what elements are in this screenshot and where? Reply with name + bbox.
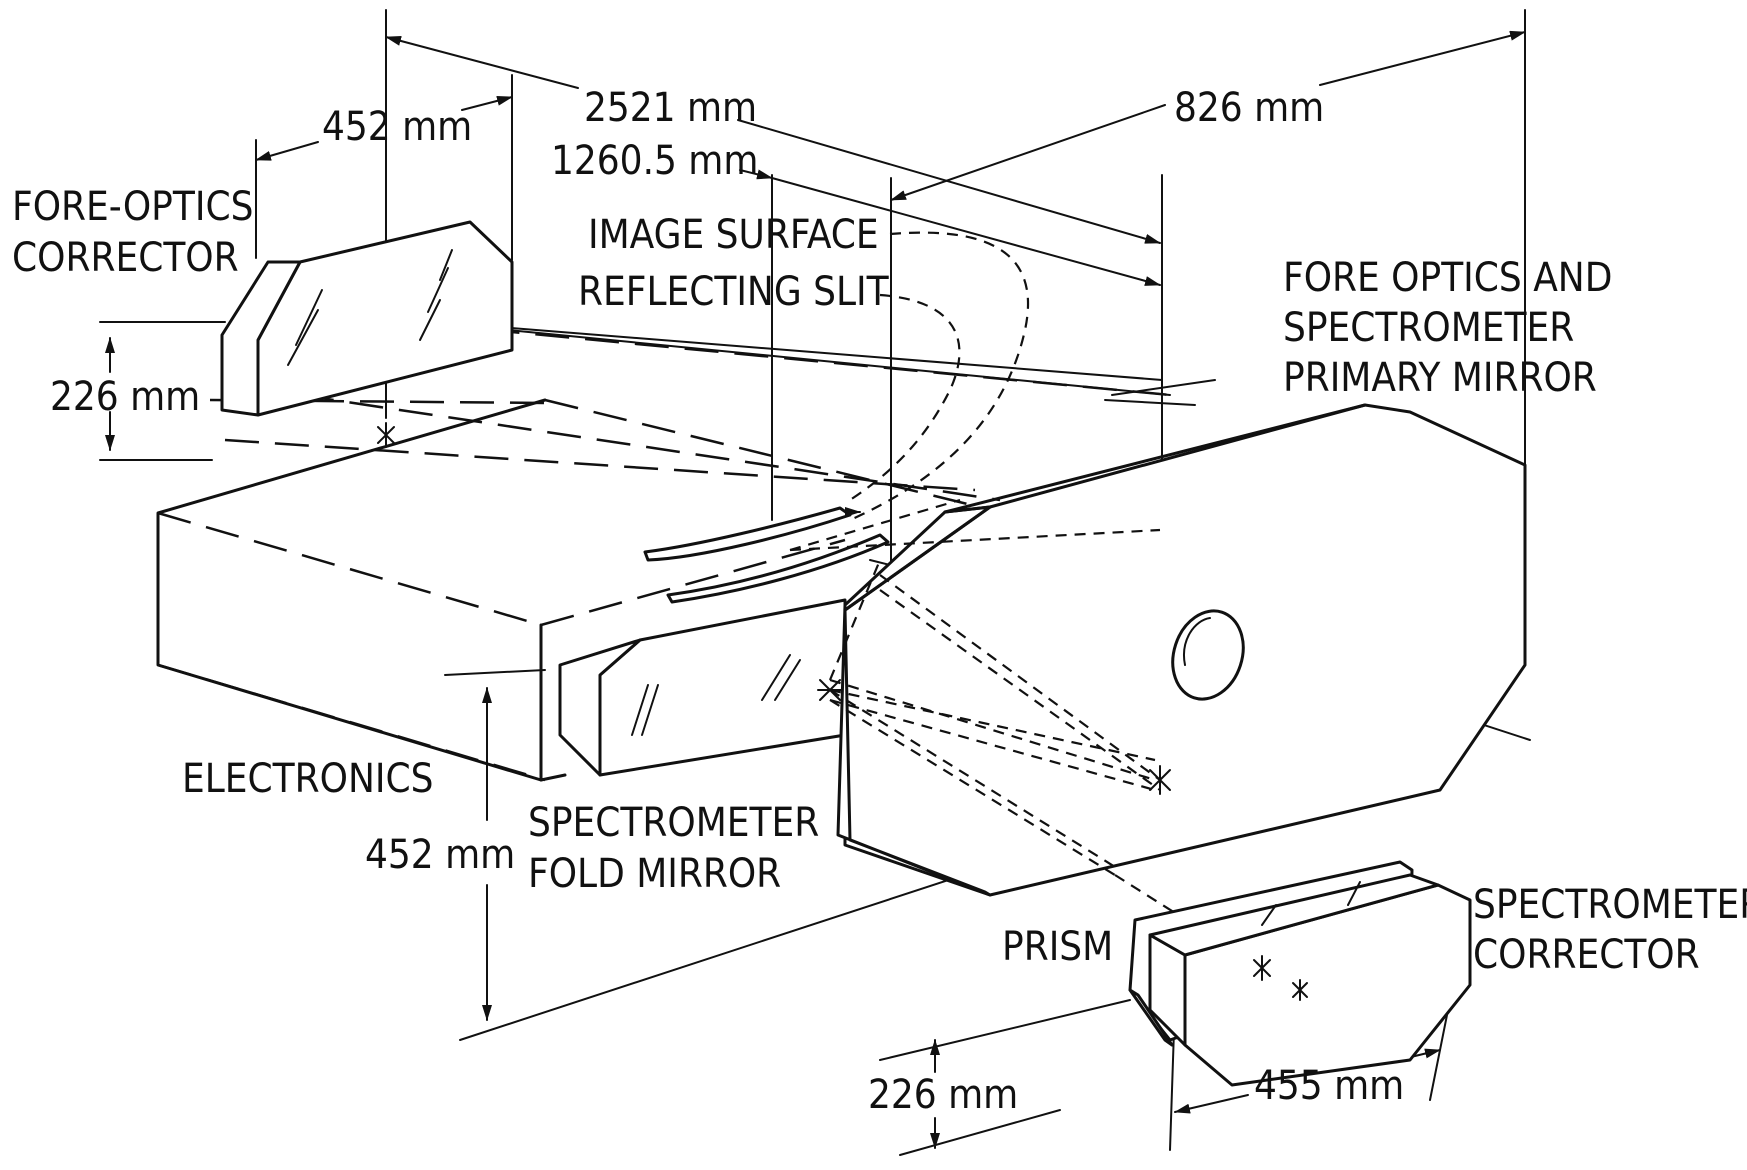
label-fore-optics-primary-2: SPECTROMETER: [1283, 305, 1574, 351]
dim-overall-length: 2521 mm: [584, 85, 757, 131]
dim-fore-corrector-width: 452 mm: [322, 104, 472, 150]
dim-spectrometer-corrector-height: 226 mm: [868, 1072, 1018, 1118]
leader-lines: [845, 231, 1030, 522]
focus-marker-primary: [1149, 765, 1171, 795]
reflecting-slit: [643, 506, 890, 604]
label-fore-optics-primary-1: FORE OPTICS AND: [1283, 255, 1612, 301]
fore-optics-corrector: [220, 220, 514, 417]
focus-marker-corrector: [1292, 979, 1308, 1001]
focus-marker-prism: [1253, 955, 1271, 981]
label-spectrometer-corrector-2: CORRECTOR: [1473, 932, 1700, 978]
label-spectrometer-fold-mirror-1: SPECTROMETER: [528, 800, 819, 846]
spectrometer-fold-mirror: [558, 598, 847, 777]
spectrometer-corrector: [1148, 873, 1472, 1087]
focus-marker-fold: [817, 679, 843, 701]
focal-markers: [377, 422, 1308, 1001]
label-prism: PRISM: [1002, 924, 1113, 970]
label-fore-optics-primary-3: PRIMARY MIRROR: [1283, 355, 1597, 401]
label-spectrometer-fold-mirror-2: FOLD MIRROR: [528, 851, 781, 897]
extension-lines: [99, 9, 1531, 1156]
label-electronics: ELECTRONICS: [182, 756, 433, 802]
dim-fore-corrector-height: 226 mm: [50, 374, 200, 420]
dim-package-height: 452 mm: [365, 832, 515, 878]
dimension-labels: 2521 mm 1260.5 mm 826 mm 452 mm 226 mm 4…: [50, 85, 1404, 1118]
ray-paths: [789, 498, 1306, 996]
dim-primary-offset: 826 mm: [1174, 85, 1324, 131]
dimension-lines: [105, 30, 1526, 1149]
label-reflecting-slit: REFLECTING SLIT: [578, 269, 890, 315]
label-fore-optics-corrector-2: CORRECTOR: [12, 235, 239, 281]
hidden-edges: [157, 318, 1171, 782]
component-labels: FORE-OPTICS CORRECTOR IMAGE SURFACE REFL…: [12, 184, 1747, 978]
primary-mirror: [836, 403, 1527, 897]
label-image-surface: IMAGE SURFACE: [588, 212, 879, 258]
dim-spectrometer-corrector-width: 455 mm: [1254, 1063, 1404, 1109]
focus-marker-fore: [377, 422, 395, 448]
dim-half-length: 1260.5 mm: [551, 138, 758, 184]
label-spectrometer-corrector-1: SPECTROMETER: [1473, 882, 1747, 928]
label-fore-optics-corrector-1: FORE-OPTICS: [12, 184, 253, 230]
